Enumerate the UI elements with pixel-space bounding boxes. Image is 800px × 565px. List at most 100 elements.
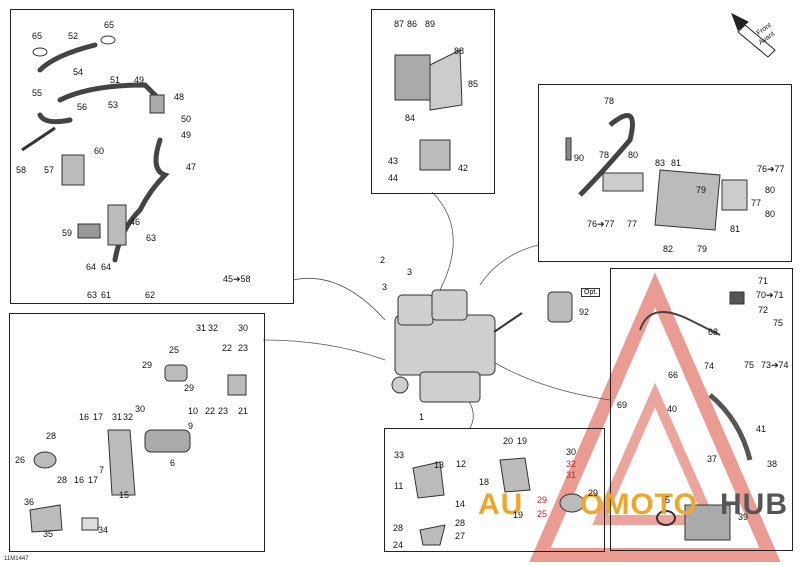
part-number-label: 66 [668, 370, 679, 380]
watermark-triangle-outer [529, 272, 781, 562]
part-number-label: 32 [123, 412, 134, 422]
panel-cooling-hoses [10, 9, 294, 304]
throttle-body-39 [684, 504, 731, 541]
part-number-label: 85 [468, 79, 479, 89]
corner-code: 11M1447 [4, 556, 29, 562]
part-number-label: 30 [566, 447, 577, 457]
part-number-label: 69 [617, 400, 628, 410]
part-number-label: 74 [704, 361, 715, 371]
part-number-label: 50 [181, 114, 192, 124]
hose-51 [57, 82, 163, 103]
switch-70 [729, 291, 745, 305]
mount-26 [33, 451, 57, 469]
part-number-label: 22 [205, 406, 216, 416]
engine-output-shaft [391, 376, 409, 394]
part-number-label: 89 [425, 19, 436, 29]
part-number-label: 34 [98, 525, 109, 535]
part-number-label: 2 [380, 255, 386, 265]
connector-line-fuel [479, 244, 539, 286]
part-number-label: 81 [730, 224, 741, 234]
injector-block-77 [602, 172, 644, 192]
part-number-label: 77 [627, 219, 638, 229]
part-number-label: 32 [208, 323, 219, 333]
bracket-46 [107, 204, 127, 246]
part-number-label: 87 [394, 19, 405, 29]
part-number-label: 58 [16, 165, 27, 175]
part-number-label: 16 [79, 412, 90, 422]
cable-68 [639, 311, 721, 336]
part-number-label: 22 [222, 343, 233, 353]
bracket-15 [107, 429, 136, 496]
mount-25 [164, 364, 188, 382]
part-number-label: 61 [101, 290, 112, 300]
part-number-label: 38 [767, 459, 778, 469]
panel-fuel-rail [538, 84, 792, 262]
part-number-label: 47 [186, 162, 197, 172]
part-number-label: 30 [238, 323, 249, 333]
part-number-label: 28 [57, 475, 68, 485]
part-number-label: 32 [566, 459, 577, 469]
engine-cylinder-rear [431, 289, 468, 321]
part-number-label: 36 [24, 497, 35, 507]
center-link-label: 45➔58 [223, 274, 251, 284]
part-number-label: 30 [135, 404, 146, 414]
part-number-label: 68 [708, 327, 719, 337]
part-number-label: 28 [46, 431, 57, 441]
clamp-5 [656, 510, 676, 526]
part-number-label: 26 [15, 455, 26, 465]
part-number-label: 40 [667, 404, 678, 414]
part-number-label: 51 [110, 75, 121, 85]
connector-line-cooling [292, 277, 386, 321]
front-arrowhead [731, 12, 749, 31]
part-number-label: 18 [479, 477, 490, 487]
part-number-label: 72 [758, 305, 769, 315]
front-direction-indicator: Front Avant [742, 16, 782, 56]
part-number-label: 31 [566, 470, 577, 480]
mount-25b [559, 493, 585, 513]
ecm-bracket-85 [429, 49, 463, 111]
fuel-rail-82 [654, 169, 721, 231]
part-number-label: 3 [382, 282, 388, 292]
starter-motor-6 [144, 429, 191, 453]
ring-65b [100, 35, 116, 45]
part-number-label: 31 [196, 323, 207, 333]
part-number-label: 31 [112, 412, 123, 422]
part-number-label: 80 [628, 150, 639, 160]
panel-ecm [371, 9, 495, 194]
part-number-label: 23 [218, 406, 229, 416]
valve-48 [149, 94, 165, 114]
part-number-label: 80 [765, 185, 776, 195]
optional-label: Opt. [581, 288, 601, 297]
part-number-label: 52 [68, 31, 79, 41]
part-number-label: 84 [405, 113, 416, 123]
part-number-label: 64 [86, 262, 97, 272]
part-number-label: 77 [751, 198, 762, 208]
part-number-label: 63 [87, 290, 98, 300]
part-number-label: 29 [537, 495, 548, 505]
part-number-label: 17 [93, 412, 104, 422]
part-number-label: 65 [104, 20, 115, 30]
rod-58 [21, 126, 56, 152]
part-number-label: 17 [88, 475, 99, 485]
part-number-label: 23 [238, 343, 249, 353]
part-number-label: 29 [588, 488, 599, 498]
part-number-label: 12 [456, 459, 467, 469]
watermark-text-left: AU [478, 488, 524, 521]
part-number-label: 19 [513, 510, 524, 520]
part-number-label: 35 [43, 529, 54, 539]
module-77b [721, 179, 748, 211]
part-number-label: 56 [77, 102, 88, 112]
part-number-label: 39 [738, 512, 749, 522]
part-number-label: 7 [99, 465, 105, 475]
part-number-label: 49 [181, 130, 192, 140]
ring-65a [32, 47, 48, 57]
bracket-35 [29, 504, 63, 533]
part-number-label: 19 [517, 436, 528, 446]
part-number-label: 54 [73, 67, 84, 77]
part-number-label: 75 [744, 360, 755, 370]
part-number-label: 10 [188, 406, 199, 416]
connector-line-starter [262, 339, 386, 361]
panel-throttle [610, 268, 793, 551]
part-number-label: 25 [169, 345, 180, 355]
